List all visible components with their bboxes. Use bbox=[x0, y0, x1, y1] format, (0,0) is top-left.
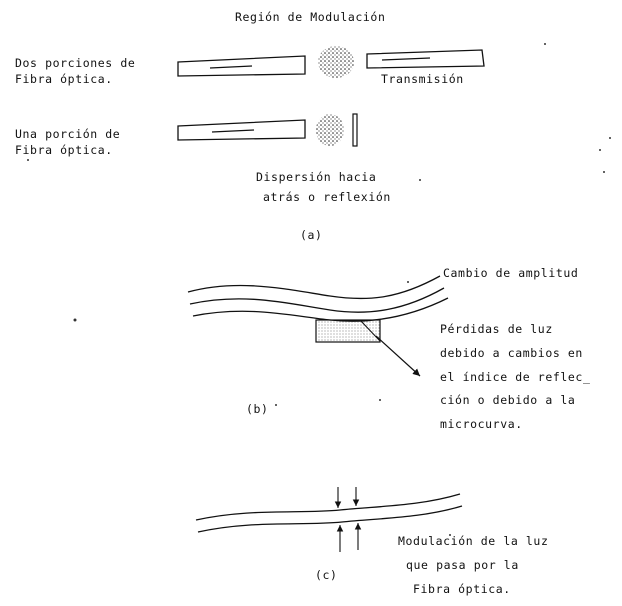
amplitude-change-label: Cambio de amplitud bbox=[443, 266, 578, 281]
loss-label-line2: debido a cambios en bbox=[440, 346, 583, 361]
fiber-b-top bbox=[188, 276, 440, 299]
two-portions-label-line1: Dos porciones de bbox=[15, 56, 135, 71]
fiber-c-top bbox=[196, 494, 460, 520]
modulation-label-line3: Fibra óptica. bbox=[413, 582, 511, 597]
modulation-label-line2: que pasa por la bbox=[406, 558, 519, 573]
caption-a: (a) bbox=[300, 228, 323, 243]
fiber-c-bottom bbox=[198, 506, 462, 532]
loss-label-line5: microcurva. bbox=[440, 417, 523, 432]
panel-a-one-fiber bbox=[178, 114, 357, 146]
one-portion-label-line2: Fibra óptica. bbox=[15, 143, 113, 158]
modulation-cloud-top bbox=[318, 46, 354, 78]
modulation-label-line1: Modulación de la luz bbox=[398, 534, 548, 549]
backscatter-label-line1: Dispersión hacia bbox=[256, 170, 376, 185]
transmission-label: Transmisión bbox=[381, 72, 464, 87]
caption-c: (c) bbox=[315, 568, 338, 583]
left-fiber-top-arrow bbox=[210, 66, 252, 68]
loss-label-line4: ción o debido a la bbox=[440, 393, 575, 408]
backscatter-label-line2: atrás o reflexión bbox=[263, 190, 391, 205]
caption-b: (b) bbox=[246, 402, 269, 417]
loss-label-line3: el índice de reflec_ bbox=[440, 370, 590, 385]
left-fiber-bottom-arrow bbox=[212, 130, 254, 132]
one-portion-label-line1: Una porción de bbox=[15, 127, 120, 142]
panel-b-fiber bbox=[188, 276, 448, 376]
panel-a-title: Región de Modulación bbox=[235, 10, 385, 25]
modulation-cloud-bottom bbox=[316, 114, 344, 146]
reflector bbox=[353, 114, 357, 146]
right-fiber-top-arrow bbox=[382, 58, 430, 60]
loss-arrow bbox=[376, 336, 420, 376]
right-fiber-top bbox=[367, 50, 484, 68]
two-portions-label-line2: Fibra óptica. bbox=[15, 72, 113, 87]
scan-specks bbox=[27, 43, 611, 536]
loss-label-line1: Pérdidas de luz bbox=[440, 322, 553, 337]
fiber-b-bottom bbox=[193, 298, 448, 321]
